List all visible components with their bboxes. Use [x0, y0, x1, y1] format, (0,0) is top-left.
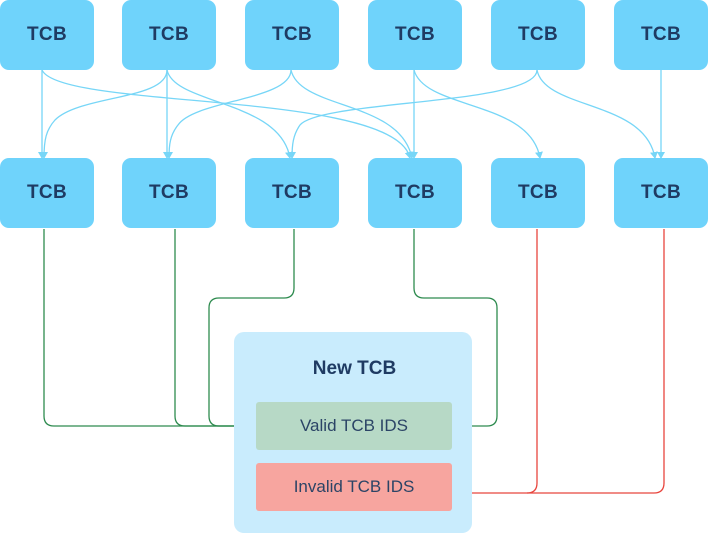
link-m4-valid [413, 229, 498, 430]
top-node-6: TCB [614, 0, 708, 70]
invalid-tcb-ids-box: Invalid TCB IDS [256, 463, 452, 511]
link-t1-m4 [41, 69, 413, 159]
link-t2-m1 [40, 69, 168, 159]
middle-node-1: TCB [0, 158, 94, 228]
top-node-4: TCB [368, 0, 462, 70]
middle-node-2: TCB [122, 158, 216, 228]
top-node-5: TCB [491, 0, 585, 70]
link-t5-m3 [288, 69, 538, 159]
middle-node-3: TCB [245, 158, 339, 228]
top-node-1: TCB [0, 0, 94, 70]
link-m6-invalid [527, 229, 665, 494]
link-m2-valid [174, 229, 254, 427]
middle-node-4: TCB [368, 158, 462, 228]
top-node-2: TCB [122, 0, 216, 70]
top-node-3: TCB [245, 0, 339, 70]
middle-node-6: TCB [614, 158, 708, 228]
new-tcb-title: New TCB [312, 358, 397, 379]
link-t3-m2 [165, 69, 292, 159]
link-m3-valid [208, 229, 295, 427]
link-m1-valid [43, 229, 255, 430]
valid-tcb-ids-box: Valid TCB IDS [256, 402, 452, 450]
middle-node-5: TCB [491, 158, 585, 228]
link-t3-m4 [290, 69, 415, 159]
link-t4-m5 [413, 69, 543, 159]
link-t2-m3 [166, 69, 293, 159]
link-t5-m6 [536, 69, 658, 159]
